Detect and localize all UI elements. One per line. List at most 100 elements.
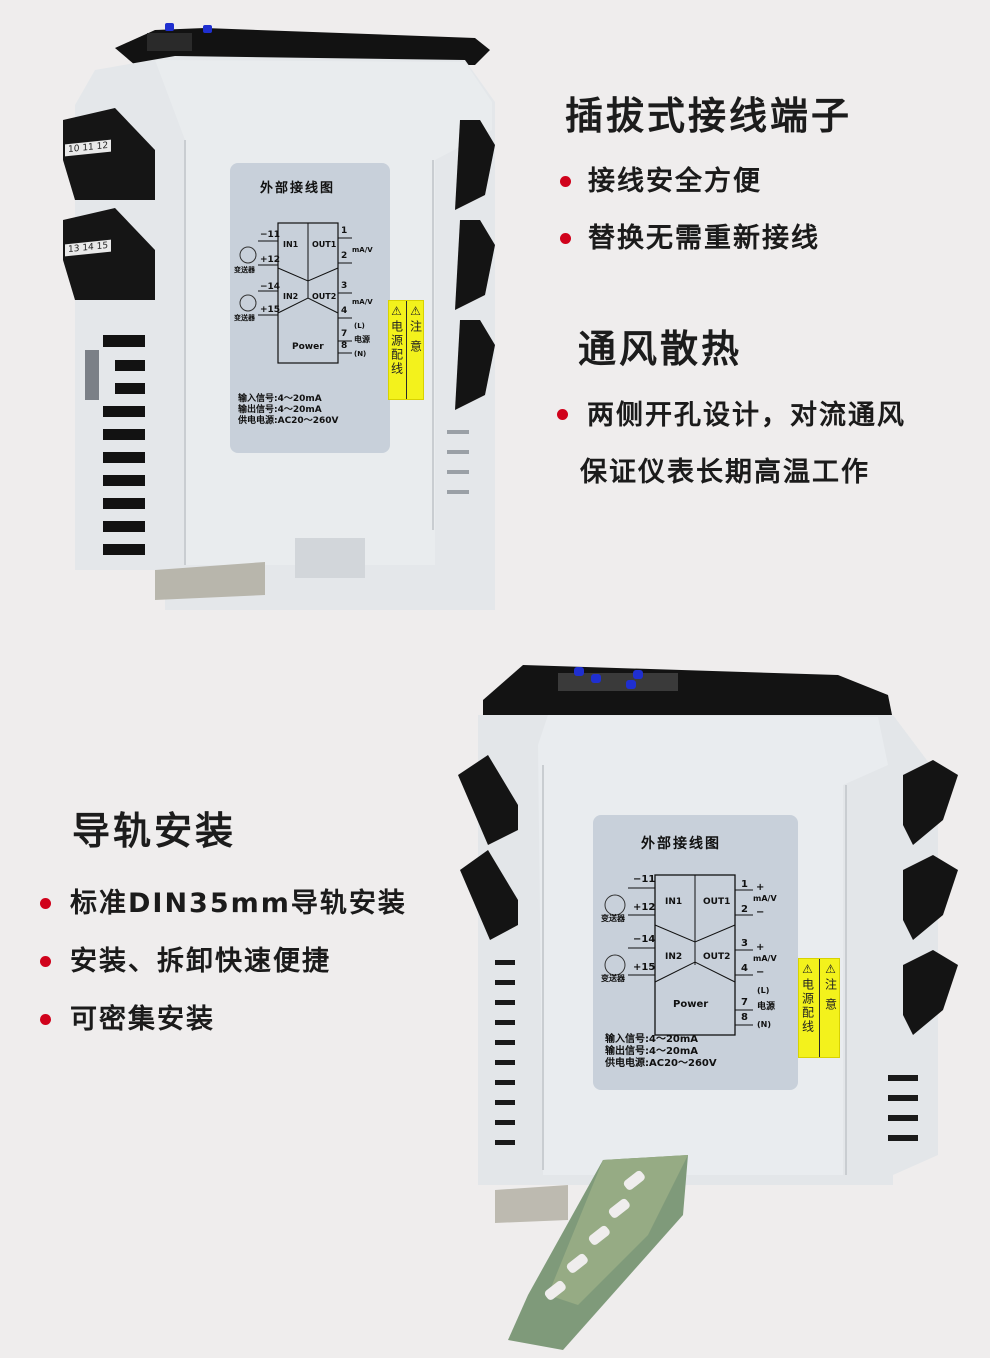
pin-in1-neg: −11	[260, 230, 281, 240]
bullet-icon	[40, 956, 51, 967]
plus-sign: +	[756, 882, 765, 893]
feature-title: 通风散热	[578, 327, 743, 371]
warning-sticker: ⚠电源配线 ⚠注 意	[798, 958, 840, 1058]
feature-item: 安装、拆卸快速便捷	[40, 948, 407, 1006]
pin-in1-pos: +12	[260, 255, 281, 265]
line-l-label: (L)	[757, 986, 770, 995]
transmitter-label: 变送器	[234, 314, 255, 322]
transmitter-icon	[604, 894, 626, 916]
pin-4: 4	[741, 963, 748, 974]
feature-list-terminal: 接线安全方便 替换无需重新接线	[560, 168, 820, 252]
transmitter-label: 变送器	[601, 974, 625, 983]
line-l-label: (L)	[354, 322, 365, 330]
feature-item: 保证仪表长期高温工作	[580, 457, 870, 488]
pin-2: 2	[341, 251, 348, 261]
pin-1: 1	[741, 879, 748, 890]
out1-label: OUT1	[703, 897, 731, 907]
pin-in1-neg: −11	[633, 874, 656, 885]
feature-item: 替换无需重新接线	[560, 225, 820, 252]
wiring-diagram	[239, 222, 352, 364]
button-icon	[591, 674, 601, 683]
feature-list-ventilation: 两侧开孔设计，对流通风 保证仪表长期高温工作	[557, 402, 906, 486]
bullet-icon	[560, 176, 571, 187]
pin-8: 8	[341, 341, 348, 351]
transmitter-icon	[239, 246, 257, 264]
in2-label: IN2	[665, 952, 683, 962]
line-n-label: (N)	[354, 350, 367, 358]
in1-label: IN1	[665, 897, 683, 907]
feature-item: 两侧开孔设计，对流通风	[557, 402, 906, 459]
minus-sign: −	[756, 967, 765, 978]
pin-8: 8	[741, 1012, 748, 1023]
spec-output: 输出信号:4～20mA	[605, 1046, 699, 1057]
feature-pluggable-terminal: 插拔式接线端子	[565, 97, 852, 135]
transmitter-label: 变送器	[601, 914, 625, 923]
bullet-icon	[557, 409, 568, 420]
out2-label: OUT2	[703, 952, 731, 962]
pin-1: 1	[341, 226, 348, 236]
feature-rail-mounting: 导轨安装	[72, 812, 236, 850]
feature-item: 接线安全方便	[560, 168, 820, 225]
minus-sign: −	[756, 907, 765, 918]
pin-in1-pos: +12	[633, 902, 656, 913]
bullet-icon	[560, 233, 571, 244]
power-label: Power	[673, 999, 709, 1010]
wiring-diagram-label: 外部接线图 −11 +12 −14 +15 变送器 变送器 IN1 OUT1 I…	[230, 163, 390, 453]
transmitter-icon	[239, 294, 257, 312]
pin-7: 7	[741, 997, 748, 1008]
plus-sign: +	[756, 942, 765, 953]
feature-item: 标准DIN35mm导轨安装	[40, 890, 407, 948]
pin-in2-neg: −14	[260, 282, 281, 292]
wiring-diagram-title: 外部接线图	[260, 181, 336, 196]
feature-title: 导轨安装	[72, 809, 237, 853]
warning-text-wiring: ⚠电源配线	[389, 304, 404, 376]
out1-label: OUT1	[312, 240, 337, 249]
unit-label: mA/V	[352, 246, 373, 254]
unit-label: mA/V	[753, 894, 777, 903]
power-cn-label: 电源	[757, 1002, 776, 1012]
spec-input: 输入信号:4～20mA	[605, 1034, 699, 1045]
spec-power: 供电电源:AC20～260V	[238, 416, 339, 426]
warning-text-wiring: ⚠电源配线	[800, 962, 815, 1034]
warning-text-caution: ⚠注 意	[823, 962, 838, 1012]
feature-ventilation: 通风散热	[578, 330, 742, 368]
power-label: Power	[292, 342, 324, 352]
spec-output: 输出信号:4～20mA	[238, 405, 322, 415]
transmitter-icon	[604, 954, 626, 976]
in2-label: IN2	[283, 292, 299, 301]
isolator-device-bottom: 外部接线图 −11 +12 −14 +15 变送器 变送器 IN1 OUT1 I…	[448, 655, 958, 1355]
feature-list-rail: 标准DIN35mm导轨安装 安装、拆卸快速便捷 可密集安装	[40, 890, 407, 1033]
spec-power: 供电电源:AC20～260V	[605, 1058, 717, 1069]
pin-in2-pos: +15	[260, 305, 281, 315]
spec-input: 输入信号:4～20mA	[238, 394, 322, 404]
unit-label: mA/V	[753, 954, 777, 963]
wiring-diagram	[604, 874, 753, 1036]
transmitter-label: 变送器	[234, 266, 255, 274]
warning-text-caution: ⚠注 意	[408, 304, 423, 354]
button-icon	[203, 25, 212, 33]
pin-in2-neg: −14	[633, 934, 656, 945]
wiring-diagram-title: 外部接线图	[641, 836, 721, 852]
unit-label: mA/V	[352, 298, 373, 306]
pin-3: 3	[341, 281, 348, 291]
wiring-diagram-label: 外部接线图 −11 +12 −14 +15 变送器 变送器 IN1 OUT1 I…	[593, 815, 798, 1090]
feature-item: 可密集安装	[40, 1006, 407, 1033]
warning-sticker: ⚠电源配线 ⚠注 意	[388, 300, 424, 400]
pin-in2-pos: +15	[633, 962, 656, 973]
bullet-icon	[40, 1014, 51, 1025]
out2-label: OUT2	[312, 292, 337, 301]
pin-4: 4	[341, 306, 348, 316]
button-icon	[574, 667, 584, 676]
din-rail	[508, 1155, 688, 1350]
bullet-icon	[40, 898, 51, 909]
in1-label: IN1	[283, 240, 299, 249]
button-icon	[165, 23, 174, 31]
feature-title: 插拔式接线端子	[565, 94, 853, 138]
power-cn-label: 电源	[354, 335, 370, 344]
button-icon	[626, 680, 636, 689]
pin-3: 3	[741, 938, 748, 949]
isolator-device-top: 10 11 12 13 14 15 外部接线图 −11 +12 −14 +15 …	[55, 10, 505, 610]
button-icon	[633, 670, 643, 679]
line-n-label: (N)	[757, 1020, 772, 1029]
pin-7: 7	[341, 329, 348, 339]
